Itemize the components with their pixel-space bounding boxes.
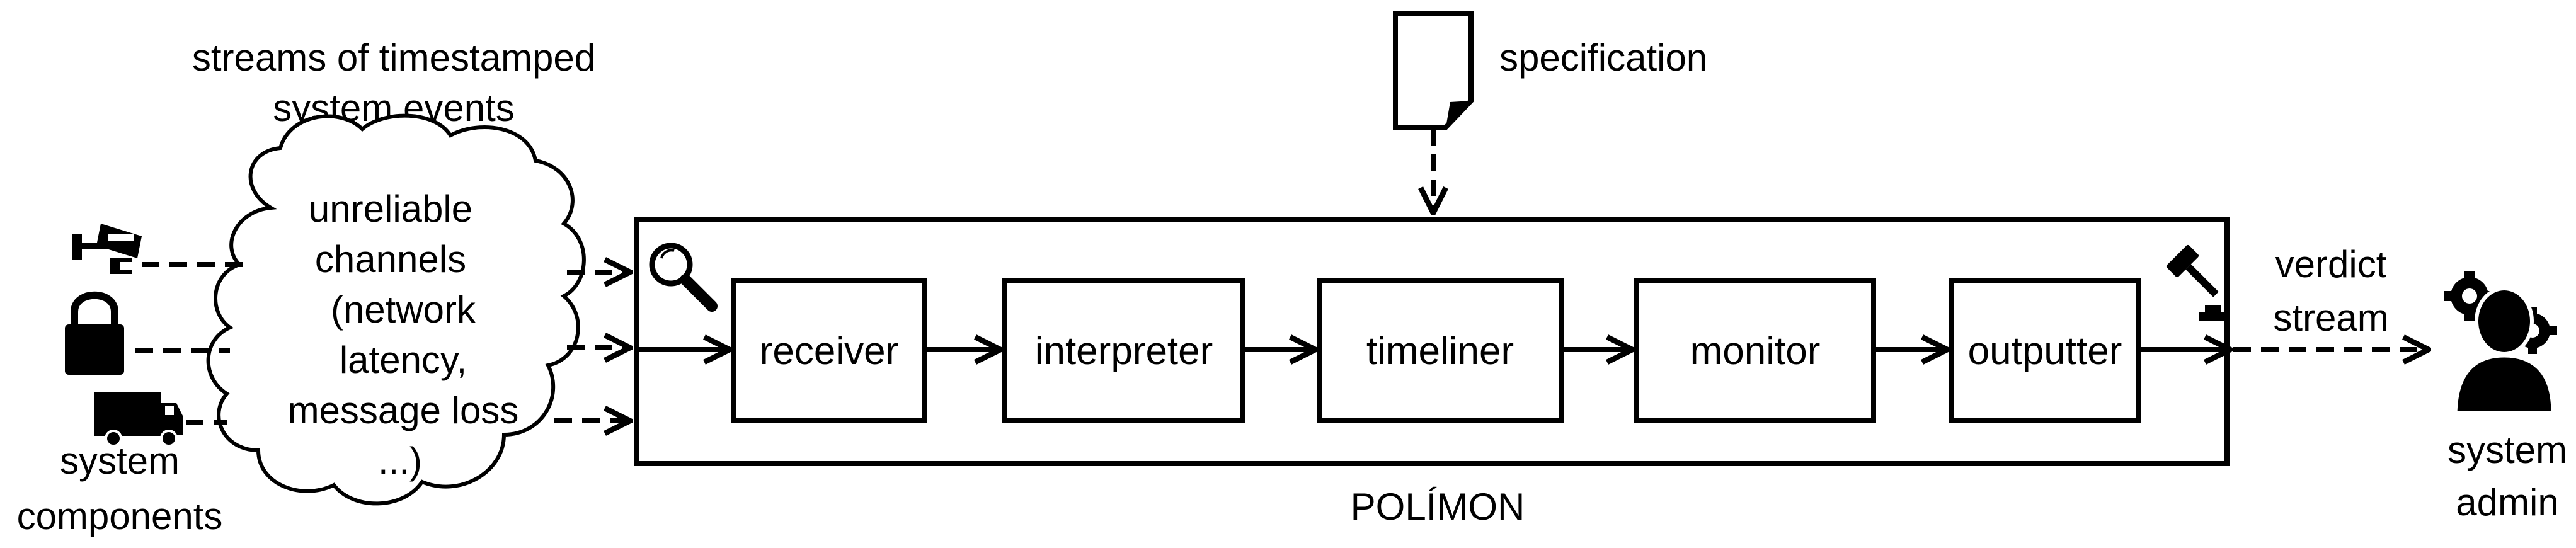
cloud-to-polimon-arrows xyxy=(554,272,630,421)
specification-label: specification xyxy=(1499,37,1707,79)
component-event-streams xyxy=(135,262,249,425)
padlock-icon xyxy=(65,291,124,375)
cloud-label-line6: ...) xyxy=(378,440,422,482)
components-label-line2: components xyxy=(17,495,223,537)
verdict-label-line2: stream xyxy=(2273,297,2388,339)
cloud-label-line2: channels xyxy=(315,238,466,280)
document-icon xyxy=(1393,11,1474,130)
truck-icon xyxy=(94,392,183,447)
admin-with-gears-icon xyxy=(2444,271,2557,414)
magnifier-icon xyxy=(649,243,718,312)
cloud-label-line1: unreliable xyxy=(309,188,472,230)
gavel-icon xyxy=(2166,244,2227,321)
unreliable-channels-cloud xyxy=(206,113,586,506)
cloud-label-line5: message loss xyxy=(288,389,519,431)
admin-label-line1: system xyxy=(2447,429,2567,471)
stage-timeliner-box xyxy=(1317,278,1564,423)
stage-outputter-label: outputter xyxy=(1968,329,2122,373)
components-label-line1: system xyxy=(60,440,180,482)
admin-label-line2: admin xyxy=(2456,481,2558,523)
stage-monitor-label: monitor xyxy=(1690,329,1821,373)
cloud-label-line4: latency, xyxy=(340,339,467,381)
verdict-label-line1: verdict xyxy=(2275,243,2387,285)
stage-timeliner-label: timeliner xyxy=(1366,329,1514,373)
streams-label-line1: streams of timestamped xyxy=(192,37,595,79)
security-camera-icon xyxy=(72,224,142,274)
stage-outputter-box xyxy=(1949,278,2141,423)
cloud-label-line3: (network xyxy=(331,288,476,331)
stage-receiver-label: receiver xyxy=(760,329,899,373)
stage-receiver-box xyxy=(731,278,927,423)
tool-name-label: POLÍMON xyxy=(1351,486,1525,528)
stage-interpreter-label: interpreter xyxy=(1035,329,1213,373)
